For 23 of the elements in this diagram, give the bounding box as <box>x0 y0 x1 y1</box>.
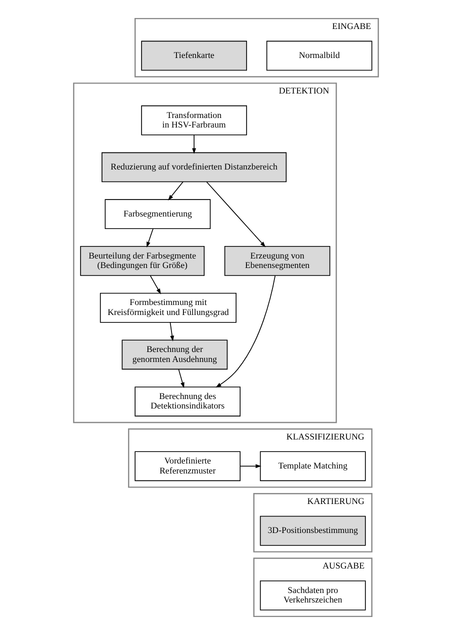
node-box: Vordefinierte Referenzmuster <box>134 451 241 482</box>
node-box: Berechnung des Detektionsindikators <box>134 386 241 416</box>
arrow <box>206 182 266 248</box>
arrow <box>240 464 262 468</box>
node-box: Reduzierung auf vordefinierten Distanzbereich <box>102 152 287 182</box>
node-box: Tiefenkarte <box>141 40 247 71</box>
node-box: Formbestimmung mit Kreisförmigkeit und Füllungsgrad <box>100 292 236 323</box>
arrow <box>170 322 174 342</box>
node-box: 3D-Positionsbestimmung <box>260 516 366 546</box>
node-box: Sachdaten pro Verkehrszeichen <box>260 580 366 610</box>
node-box: Template Matching <box>260 451 366 482</box>
node-box: Transformation in HSV-Farbraum <box>141 105 247 136</box>
arrow <box>192 134 196 154</box>
arrow <box>216 275 276 388</box>
arrow <box>146 228 154 248</box>
node-box: Normalbild <box>266 40 372 71</box>
node-box: Farbsegmentierung <box>104 199 211 230</box>
node-box: Erzeugung von Ebenensegmenten <box>224 246 330 276</box>
arrow <box>150 275 161 294</box>
arrow <box>168 181 184 200</box>
arrow <box>178 368 184 388</box>
node-box: Berechnung der genormten Ausdehnung <box>122 340 228 370</box>
node-box: Beurteilung der Farbsegmente (Bedingungen für Größe) <box>80 246 205 276</box>
